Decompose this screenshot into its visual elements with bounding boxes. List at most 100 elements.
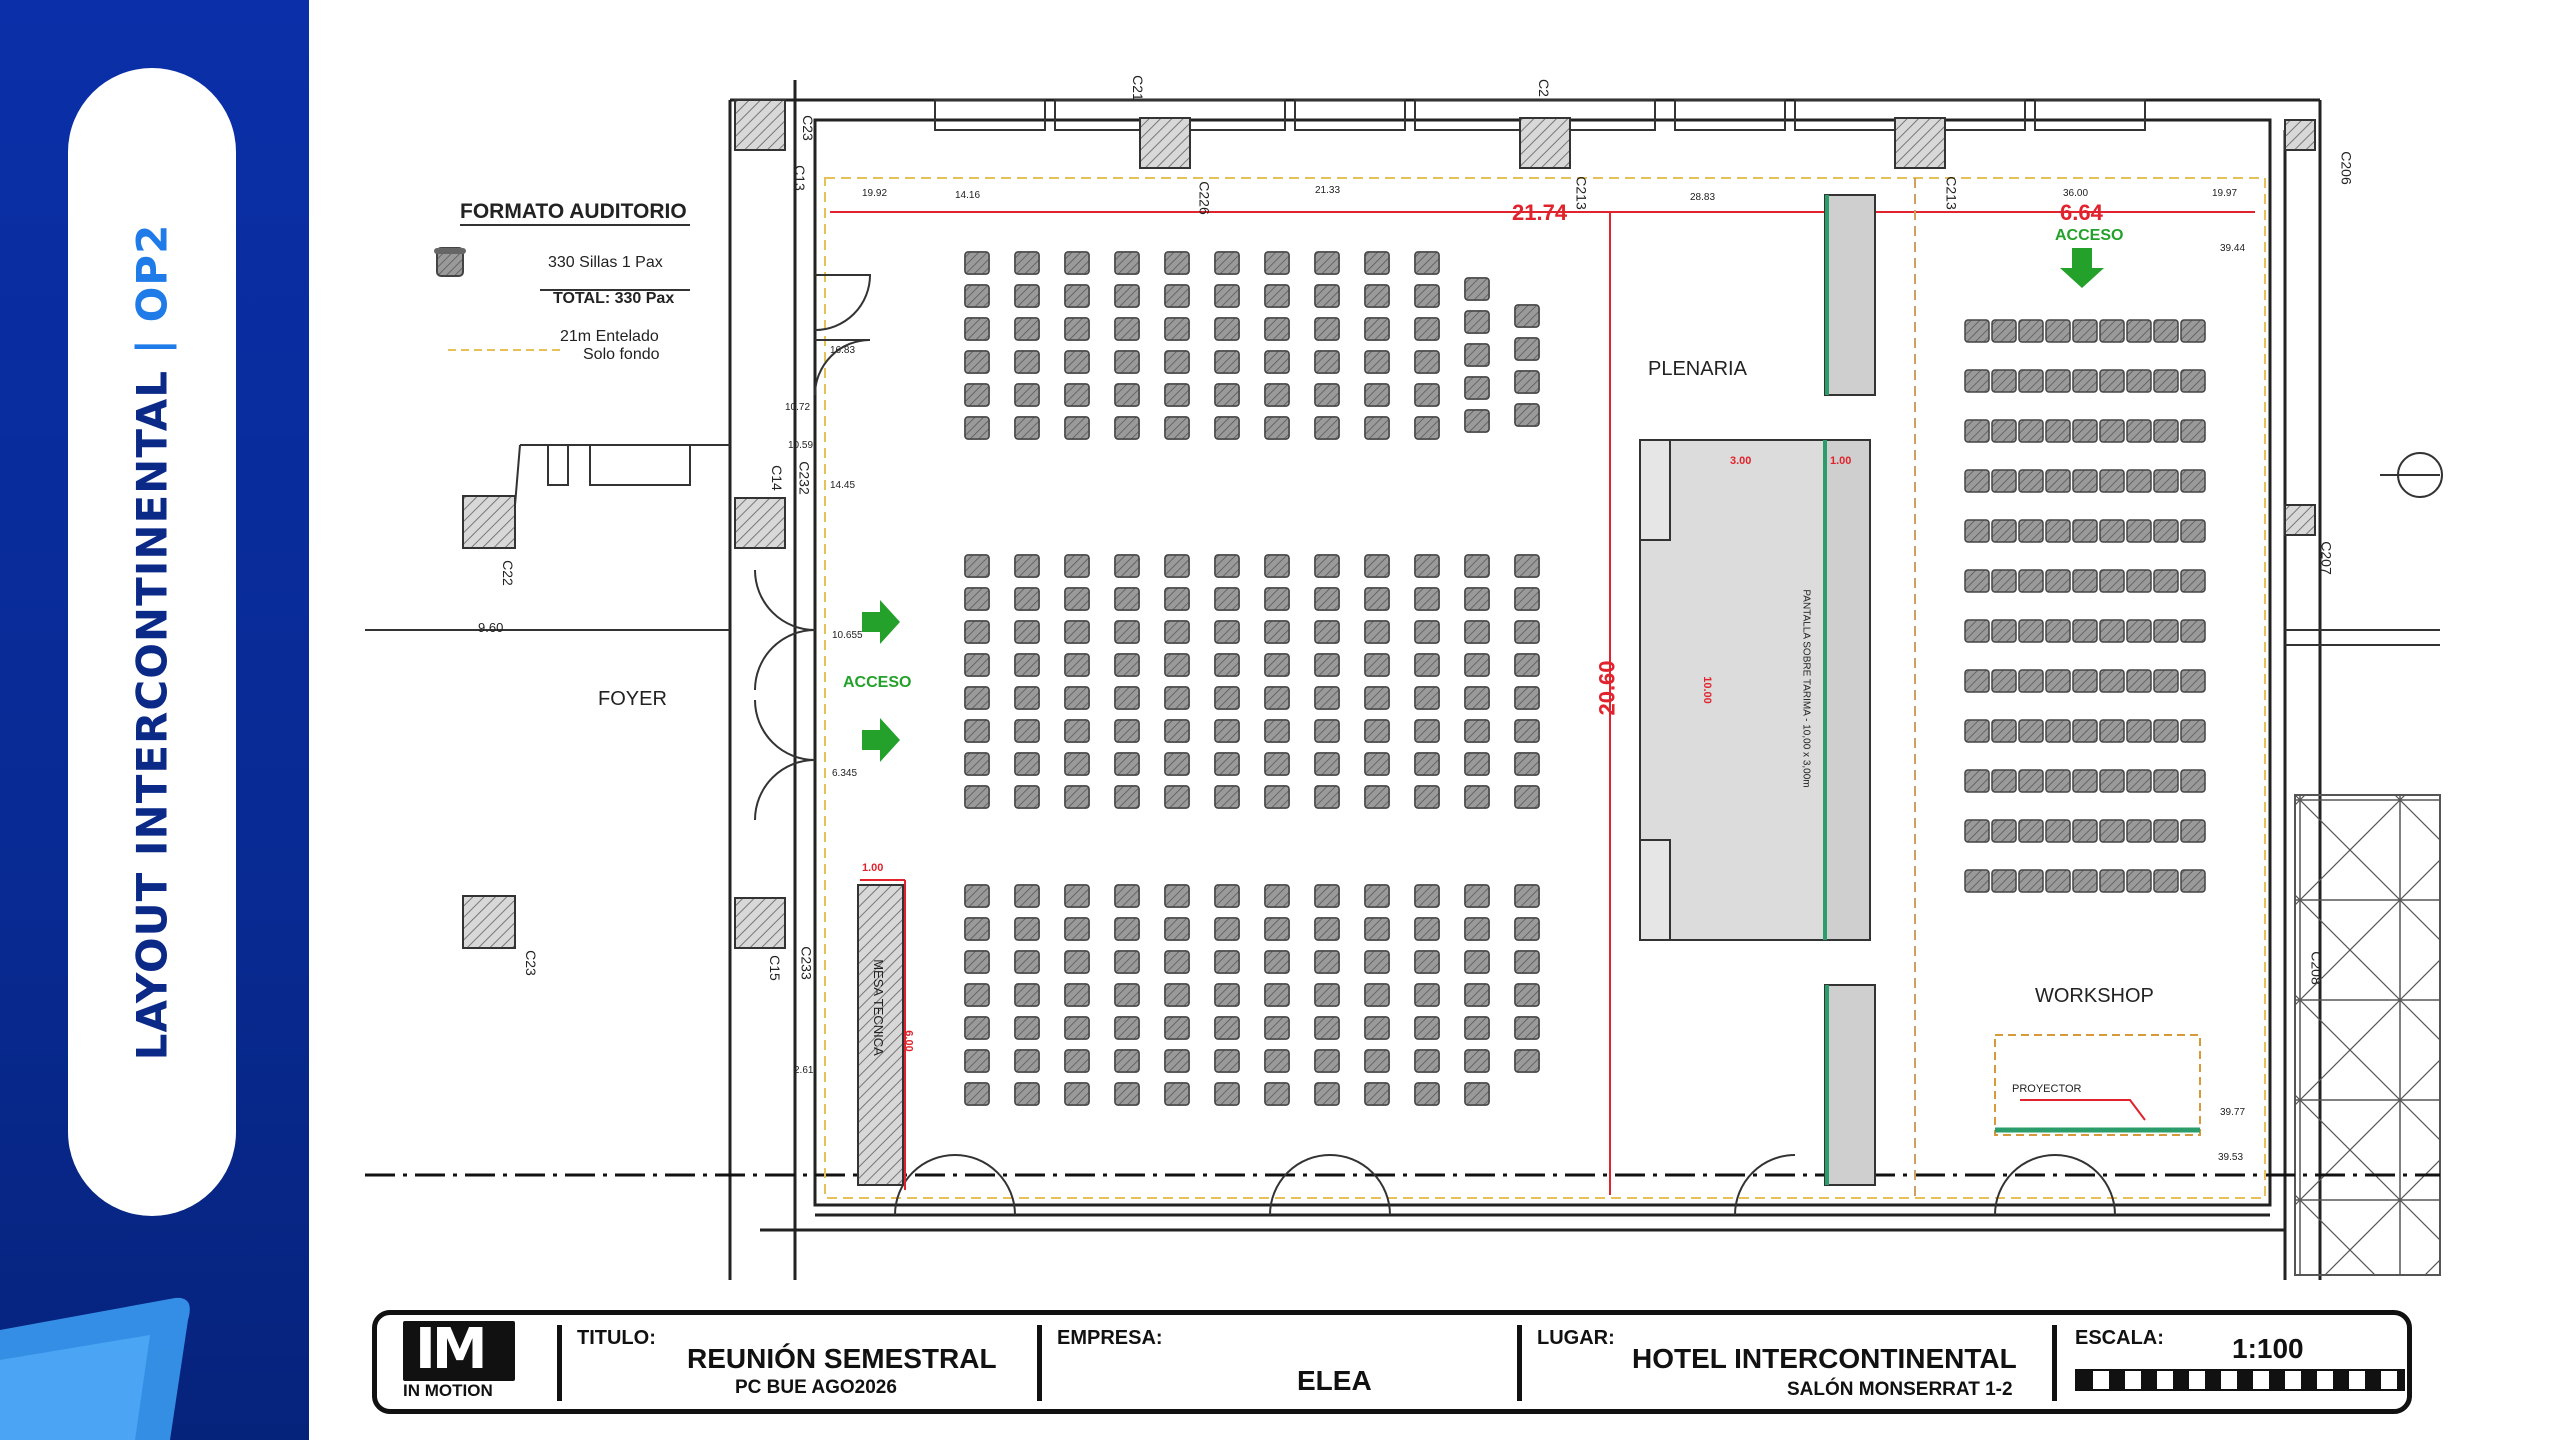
chair [1364, 785, 1390, 809]
chair [1364, 587, 1390, 611]
chair [1464, 917, 1490, 941]
chair [1064, 620, 1090, 644]
chair [1114, 917, 1140, 941]
chair [1314, 587, 1340, 611]
chair [1514, 653, 1540, 677]
chair [1064, 950, 1090, 974]
chair [1314, 1016, 1340, 1040]
chair [1514, 587, 1540, 611]
chair [1364, 917, 1390, 941]
chair [2045, 469, 2071, 493]
chair [2126, 469, 2152, 493]
chair [1064, 752, 1090, 776]
chair [2126, 569, 2152, 593]
brand-swoosh-logo [0, 1297, 190, 1440]
bottom-doors [894, 1154, 2116, 1216]
chair [2018, 419, 2044, 443]
chair [2099, 519, 2125, 543]
chair [1214, 785, 1240, 809]
chair [1991, 619, 2017, 643]
chair [2099, 619, 2125, 643]
chair [1964, 419, 1990, 443]
chair [1364, 752, 1390, 776]
dimension-label: 21.33 [1315, 185, 1341, 196]
column-label: C13 [791, 165, 808, 191]
chair [1014, 719, 1040, 743]
drape-outline [824, 177, 2266, 1199]
chair [1164, 1016, 1190, 1040]
chair [1514, 686, 1540, 710]
chair [2018, 819, 2044, 843]
sidebar-title-pill [68, 68, 236, 1216]
chair [1414, 1049, 1440, 1073]
legend-chairs: 330 Sillas 1 Pax [548, 254, 663, 271]
chair [1114, 1016, 1140, 1040]
chair [1064, 884, 1090, 908]
sidebar: LAYOUT INTERCONTINENTAL | OP2 [0, 0, 309, 1440]
chair [1114, 350, 1140, 374]
chair [1514, 370, 1540, 394]
chair [1414, 884, 1440, 908]
chair [1264, 917, 1290, 941]
chair [1264, 251, 1290, 275]
logo-caption: IN MOTION [403, 1381, 493, 1400]
chair [1264, 719, 1290, 743]
chair [1114, 983, 1140, 1007]
chair [1264, 620, 1290, 644]
chair [1964, 369, 1990, 393]
chair [2072, 719, 2098, 743]
chair [1414, 317, 1440, 341]
chair [964, 752, 990, 776]
chair [1364, 620, 1390, 644]
chair [2180, 469, 2206, 493]
chair [1214, 554, 1240, 578]
chair [1264, 317, 1290, 341]
chair [1014, 620, 1040, 644]
chair [1364, 383, 1390, 407]
chair [1414, 686, 1440, 710]
chair [2180, 769, 2206, 793]
logo-mark: IM [415, 1317, 488, 1382]
chair [2153, 319, 2179, 343]
chair [1164, 785, 1190, 809]
chair [1264, 653, 1290, 677]
chair [2126, 769, 2152, 793]
dimension-label: 14.45 [830, 480, 856, 491]
projector-label: PROYECTOR [2012, 1083, 2082, 1095]
chair [1314, 416, 1340, 440]
chair [1991, 569, 2017, 593]
chair [1214, 884, 1240, 908]
chair [1414, 587, 1440, 611]
tb-separator [557, 1325, 562, 1401]
column-label: C23 [799, 115, 816, 141]
side-screen-bottom [1824, 984, 1876, 1186]
chair [1064, 983, 1090, 1007]
chair [1464, 719, 1490, 743]
chair [2126, 519, 2152, 543]
chair [2153, 419, 2179, 443]
dim-stage-width: 3.00 [1730, 455, 1752, 467]
chair [1464, 1082, 1490, 1106]
dimension-label: 14.16 [955, 190, 981, 201]
chair [1014, 983, 1040, 1007]
chair [2153, 669, 2179, 693]
chair [1264, 950, 1290, 974]
chair [964, 686, 990, 710]
chair [1014, 251, 1040, 275]
chair [1264, 1049, 1290, 1073]
chair [1114, 752, 1140, 776]
tb-separator [1037, 1325, 1042, 1401]
chair [1314, 983, 1340, 1007]
chair [1514, 554, 1540, 578]
chair [1464, 310, 1490, 334]
chair [2099, 669, 2125, 693]
chair [1991, 419, 2017, 443]
chair [1514, 752, 1540, 776]
escala-value: 1:100 [2232, 1333, 2304, 1364]
structural-columns [462, 99, 2316, 949]
chair [1314, 554, 1340, 578]
chair [964, 983, 990, 1007]
dim-stage-length: 10.00 [1700, 676, 1713, 704]
chair [1164, 884, 1190, 908]
chair [1314, 653, 1340, 677]
